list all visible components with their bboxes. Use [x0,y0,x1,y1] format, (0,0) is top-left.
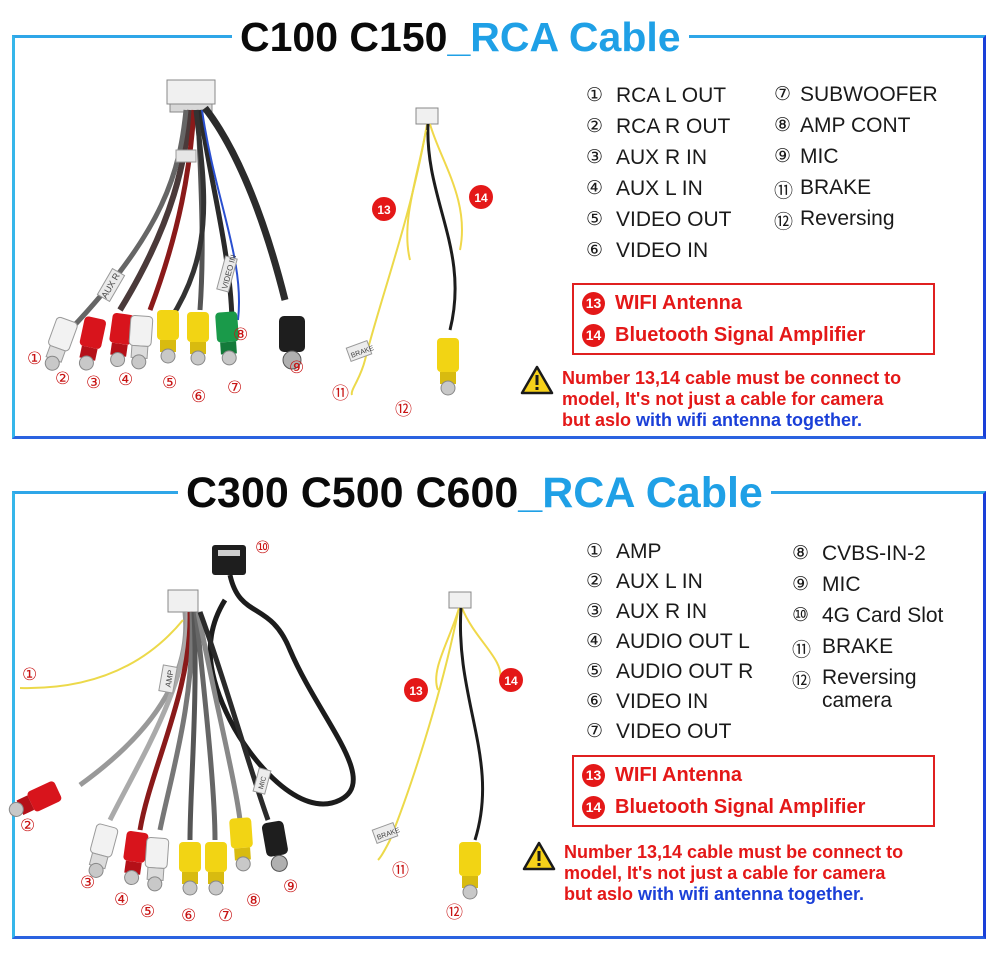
panel1-callouts: ① ② ③ ④ ⑤ ⑥ ⑦ ⑧ ⑨ ⑪ ⑫ 13 14 [27,185,493,420]
warning-icon [522,841,556,871]
warning-icon [520,365,554,395]
callout-9: ⑨ [289,358,304,378]
callout-1: ① [27,349,42,369]
panel2-harness: AMP MIC [8,545,356,896]
callout-2: ② [20,816,35,836]
callout-6: ⑥ [191,387,206,407]
callout-7: ⑦ [218,906,233,926]
callout-1: ① [22,665,37,685]
callout-8: ⑧ [233,325,248,345]
panel1-title: C100 C150_RCA Cable [232,17,689,58]
panel1-note: Number 13,14 cable must be connect to mo… [562,368,902,430]
panel1-antenna-cable: BRAKE [345,107,463,396]
sleeve-label: AMP [164,669,176,688]
callout-2: ② [55,369,70,389]
sleeve-label: MIC [258,776,268,790]
callout-10: ⑩ [255,538,270,558]
callout-12: ⑫ [446,903,463,923]
panel2-antenna-cable: BRAKE [371,591,502,900]
callout-14: 14 [474,191,488,205]
callout-4: ④ [118,370,133,390]
callout-8: ⑧ [246,891,261,911]
callout-5: ⑤ [162,373,177,393]
callout-13: 13 [377,203,391,217]
callout-13-badge [372,197,396,221]
callout-4: ④ [114,890,129,910]
panel2-note: Number 13,14 cable must be connect to mo… [564,842,904,904]
panel2-callouts: ① ② ③ ④ ⑤ ⑥ ⑦ ⑧ ⑨ ⑩ ⑪ ⑫ 13 14 [20,538,523,926]
callout-6: ⑥ [181,906,196,926]
panel1-harness: AUX R VIDEO IN [39,79,305,375]
callout-3: ③ [80,873,95,893]
callout-3: ③ [86,373,101,393]
callout-5: ⑤ [140,902,155,922]
callout-9: ⑨ [283,877,298,897]
callout-14-badge [499,668,523,692]
panel2-title: C300 C500 C600_RCA Cable [178,472,771,515]
callout-13: 13 [409,684,423,698]
callout-11: ⑪ [392,861,409,881]
callout-14-badge [469,185,493,209]
callout-12: ⑫ [395,400,412,420]
callout-11: ⑪ [332,384,349,404]
callout-7: ⑦ [227,378,242,398]
callout-13-badge [404,678,428,702]
callout-14: 14 [504,674,518,688]
list-item: camera [822,689,893,712]
